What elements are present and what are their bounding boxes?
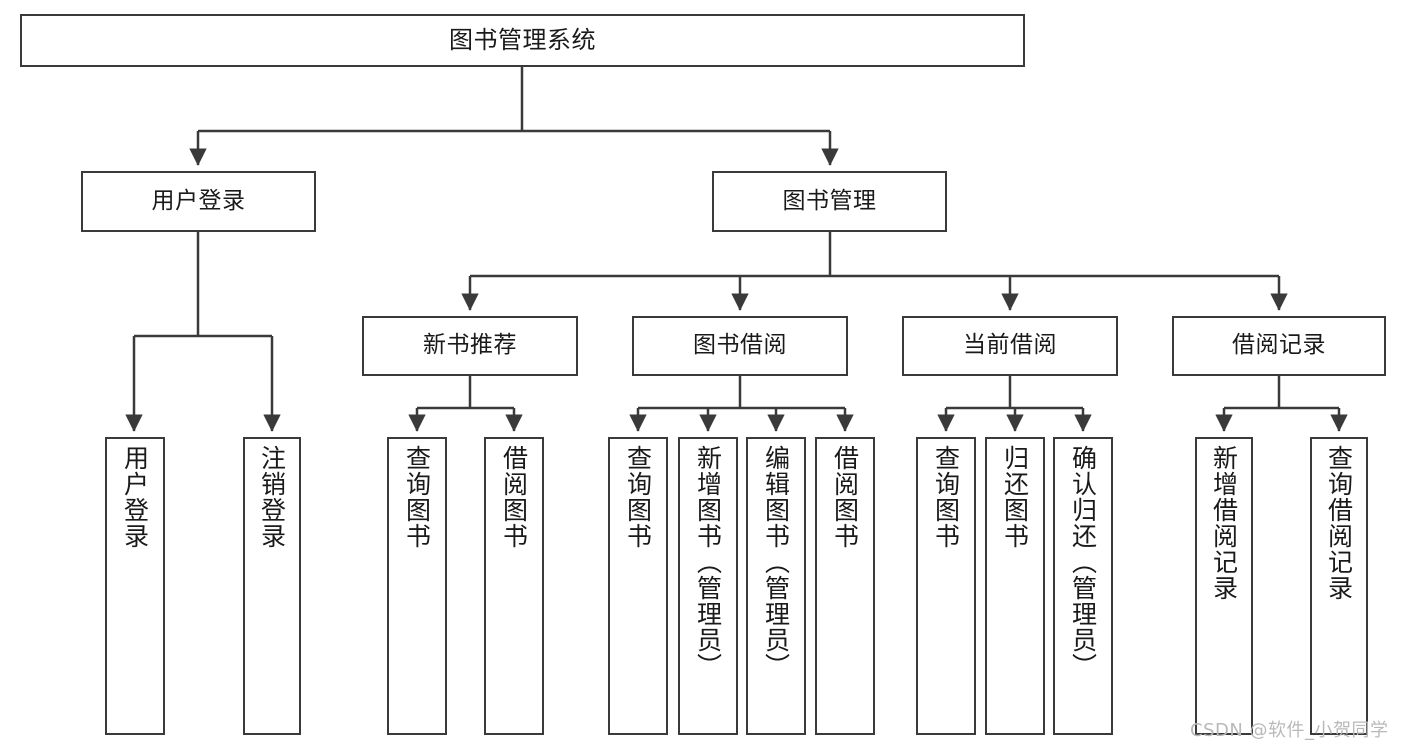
node-current-borrow[interactable]: 当前借阅: [902, 316, 1118, 376]
node-leaf-borrow-book-bb[interactable]: 借阅图书: [815, 437, 875, 735]
node-user-login[interactable]: 用户登录: [81, 171, 316, 232]
node-leaf-query-record-br[interactable]: 查询借阅记录: [1310, 437, 1368, 735]
node-leaf-query-book-bb-label: 查询图书: [623, 445, 653, 549]
node-leaf-borrow-book-bb-label: 借阅图书: [830, 445, 860, 549]
node-leaf-user-login-label: 用户登录: [120, 445, 150, 549]
node-leaf-query-book-bb[interactable]: 查询图书: [608, 437, 668, 735]
node-leaf-return-book-cb[interactable]: 归还图书: [985, 437, 1045, 735]
node-leaf-confirm-return-cb-label: 确认归还（管理员）: [1068, 445, 1098, 679]
node-book-manage-label: 图书管理: [782, 187, 877, 214]
node-leaf-query-record-br-label: 查询借阅记录: [1324, 445, 1354, 601]
node-leaf-add-book-bb-label: 新增图书（管理员）: [693, 445, 723, 679]
node-leaf-add-record-br-label: 新增借阅记录: [1209, 445, 1239, 601]
node-book-manage[interactable]: 图书管理: [712, 171, 947, 232]
node-leaf-return-book-cb-label: 归还图书: [1000, 445, 1030, 549]
node-book-borrow-label: 图书借阅: [693, 332, 787, 359]
node-leaf-edit-book-bb[interactable]: 编辑图书（管理员）: [746, 437, 806, 735]
node-borrow-record[interactable]: 借阅记录: [1172, 316, 1386, 376]
node-new-book-rec[interactable]: 新书推荐: [362, 316, 578, 376]
csdn-watermark: CSDN @软件_小贺同学: [1190, 720, 1389, 741]
node-leaf-user-login[interactable]: 用户登录: [105, 437, 165, 735]
node-leaf-query-book-rec[interactable]: 查询图书: [387, 437, 447, 735]
node-leaf-borrow-book-rec-label: 借阅图书: [499, 445, 529, 549]
node-book-borrow[interactable]: 图书借阅: [632, 316, 848, 376]
node-leaf-user-logout[interactable]: 注销登录: [243, 437, 301, 735]
node-leaf-edit-book-bb-label: 编辑图书（管理员）: [761, 445, 791, 679]
node-leaf-add-record-br[interactable]: 新增借阅记录: [1195, 437, 1253, 735]
node-root-label: 图书管理系统: [449, 26, 596, 55]
node-current-borrow-label: 当前借阅: [963, 332, 1057, 359]
node-leaf-query-book-cb[interactable]: 查询图书: [916, 437, 976, 735]
node-new-book-rec-label: 新书推荐: [423, 332, 517, 359]
node-leaf-add-book-bb[interactable]: 新增图书（管理员）: [678, 437, 738, 735]
node-leaf-borrow-book-rec[interactable]: 借阅图书: [484, 437, 544, 735]
node-borrow-record-label: 借阅记录: [1232, 332, 1326, 359]
node-user-login-label: 用户登录: [151, 187, 246, 214]
node-leaf-confirm-return-cb[interactable]: 确认归还（管理员）: [1053, 437, 1113, 735]
node-leaf-query-book-rec-label: 查询图书: [402, 445, 432, 549]
node-root[interactable]: 图书管理系统: [20, 14, 1025, 67]
node-leaf-query-book-cb-label: 查询图书: [931, 445, 961, 549]
node-leaf-user-logout-label: 注销登录: [257, 445, 287, 549]
